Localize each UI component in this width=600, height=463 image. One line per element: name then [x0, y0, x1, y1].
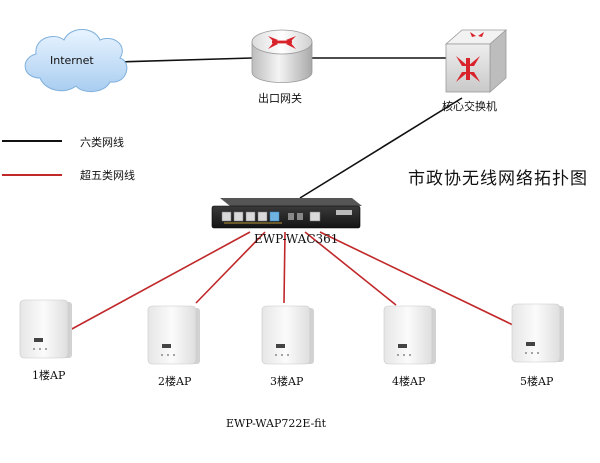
internet-label: Internet [50, 54, 94, 67]
internet-cloud-icon [24, 29, 128, 92]
diagram-title: 市政协无线网络拓扑图 [408, 169, 588, 189]
ap-device-1 [19, 299, 72, 359]
router-icon [251, 29, 313, 83]
link-controller-ap3 [283, 231, 286, 304]
cat6-links [117, 57, 463, 199]
legend-cat6-label: 六类网线 [80, 136, 124, 149]
link-controller-ap5 [319, 231, 514, 326]
ap-label-2: 2楼AP [158, 375, 192, 388]
gateway-label: 出口网关 [258, 92, 302, 105]
ap-label-5: 5楼AP [520, 375, 554, 388]
link-internet-gateway [117, 57, 253, 63]
ap-model-label: EWP-WAP722E-fit [226, 417, 327, 430]
legend-cat6-line [2, 140, 62, 142]
legend-cat5e-label: 超五类网线 [80, 169, 135, 182]
core-switch-label: 核心交换机 [442, 100, 497, 113]
ap-group [19, 299, 564, 365]
link-controller-ap2 [195, 231, 266, 304]
core-switch-icon [444, 29, 508, 93]
legend-cat5e-line [2, 174, 62, 176]
controller-label: EWP-WAC361 [254, 232, 339, 246]
ap-device-5 [511, 303, 564, 363]
ap-label-3: 3楼AP [270, 375, 304, 388]
ap-device-2 [147, 305, 200, 365]
link-controller-ap1 [69, 231, 251, 331]
link-controller-ap4 [304, 231, 397, 306]
ap-device-3 [261, 305, 314, 365]
controller-ports [221, 210, 352, 222]
controller-icon [211, 198, 362, 229]
ap-device-4 [383, 305, 436, 365]
cat5e-links [69, 231, 514, 331]
ap-label-4: 4楼AP [392, 375, 426, 388]
link-core-controller [299, 97, 463, 199]
ap-label-1: 1楼AP [32, 369, 66, 382]
